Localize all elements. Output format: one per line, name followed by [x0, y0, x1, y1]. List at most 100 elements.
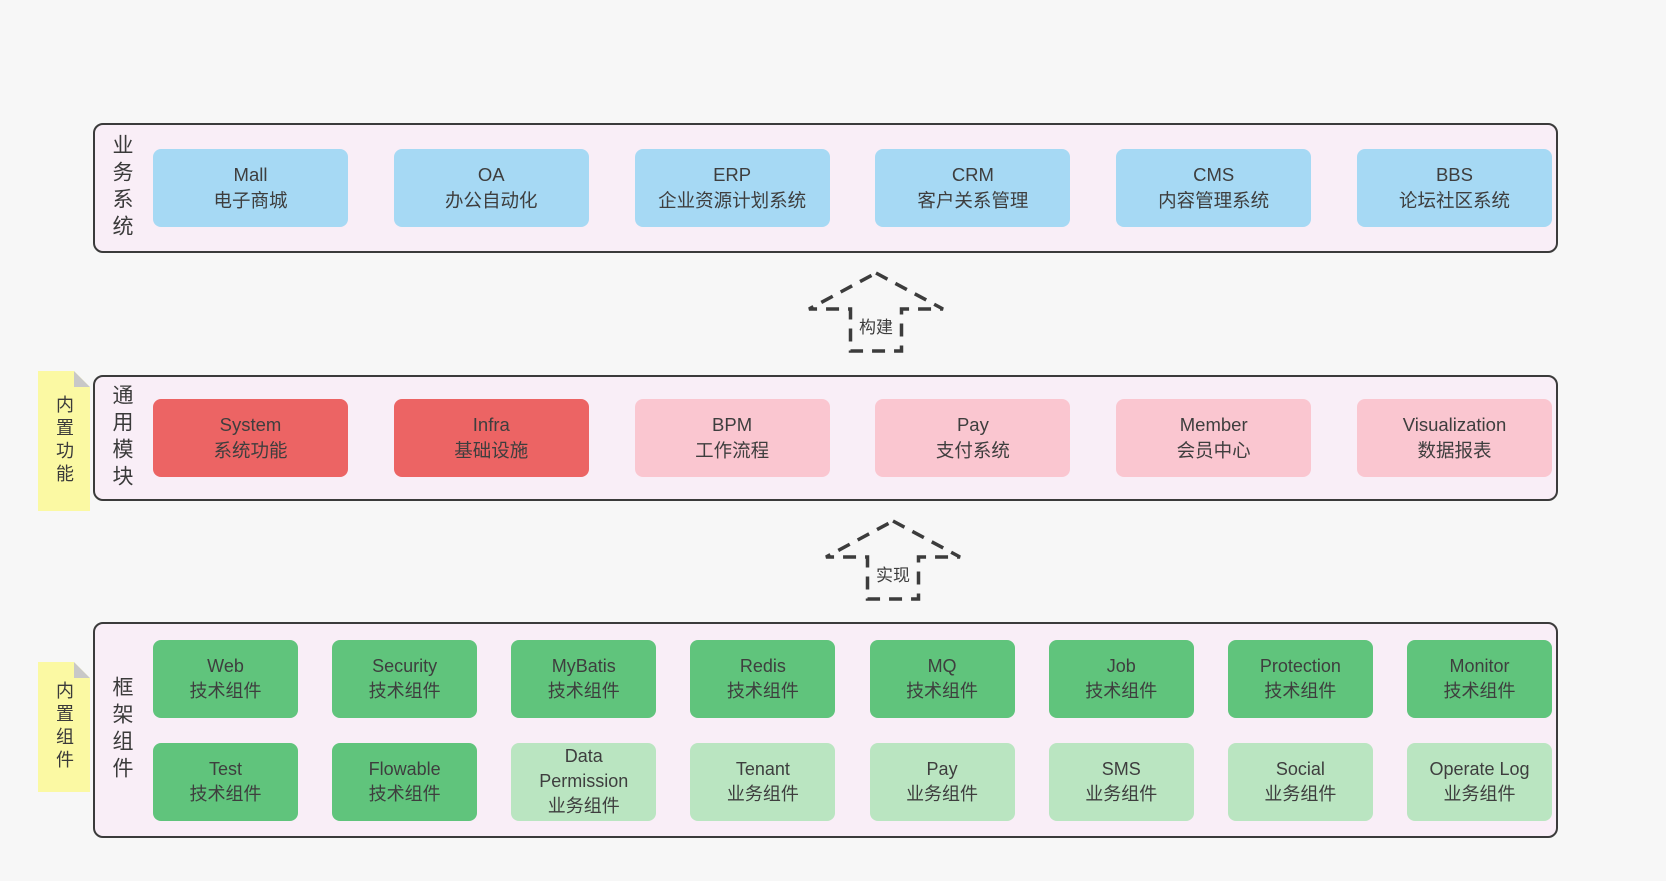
box-oa: OA 办公自动化 — [393, 149, 589, 227]
box-bpm-title: BPM — [712, 414, 753, 435]
arrow-build-label: 构建 — [855, 313, 897, 338]
note-builtin-components-text: 内置组件 — [54, 681, 74, 773]
band-modules-rows: System 系统功能 Infra 基础设施 BPM 工作流程 Pay 支付系统… — [132, 399, 1556, 477]
note-builtin-functions: 内置功能 — [38, 371, 90, 511]
box-mybatis: MyBatis 技术组件 — [511, 639, 657, 718]
box-flowable-title: Flowable — [368, 758, 441, 779]
box-crm: CRM 客户关系管理 — [875, 149, 1071, 227]
band-business-label: 业务系统 — [110, 134, 133, 242]
box-pay-biz: Pay 业务组件 — [869, 742, 1015, 821]
box-infra: Infra 基础设施 — [393, 399, 589, 477]
note-builtin-components: 内置组件 — [38, 662, 90, 792]
arrow-implement-label: 实现 — [872, 561, 914, 586]
box-crm-title: CRM — [951, 164, 994, 185]
box-job-subtitle: 技术组件 — [1085, 680, 1158, 701]
box-job-title: Job — [1106, 655, 1136, 676]
box-oa-title: OA — [477, 164, 505, 185]
band-business-systems: 业务系统 Mall 电子商城 OA 办公自动化 ERP 企业资源计划系统 CRM… — [93, 123, 1558, 253]
box-protection-subtitle: 技术组件 — [1264, 680, 1337, 701]
box-monitor-title: Monitor — [1449, 655, 1510, 676]
band-framework-components: 框架组件 Web 技术组件 Security 技术组件 MyBatis 技术组件… — [93, 622, 1558, 838]
box-cms: CMS 内容管理系统 — [1116, 149, 1312, 227]
box-bbs-title: BBS — [1435, 164, 1473, 185]
box-mall: Mall 电子商城 — [153, 149, 348, 227]
box-mybatis-subtitle: 技术组件 — [547, 680, 620, 701]
box-pay-title: Pay — [956, 414, 989, 435]
box-pay: Pay 支付系统 — [875, 399, 1071, 477]
box-mq-title: MQ — [927, 655, 957, 676]
band-common-modules: 通用模块 System 系统功能 Infra 基础设施 BPM 工作流程 Pay… — [93, 375, 1558, 501]
box-member-subtitle: 会员中心 — [1176, 440, 1251, 461]
box-social-subtitle: 业务组件 — [1264, 783, 1337, 804]
band-business-rows: Mall 电子商城 OA 办公自动化 ERP 企业资源计划系统 CRM 客户关系… — [132, 149, 1556, 227]
folded-corner-icon — [74, 371, 90, 387]
note-builtin-functions-text: 内置功能 — [54, 395, 74, 487]
box-social-title: Social — [1275, 758, 1325, 779]
arrow-implement: 实现 — [823, 518, 963, 602]
box-mq-subtitle: 技术组件 — [906, 680, 979, 701]
box-system: System 系统功能 — [153, 399, 348, 477]
box-web-subtitle: 技术组件 — [189, 680, 262, 701]
band-components-label: 框架组件 — [110, 676, 133, 784]
box-oa-subtitle: 办公自动化 — [445, 190, 538, 211]
box-sms: SMS 业务组件 — [1048, 742, 1194, 821]
box-flowable-subtitle: 技术组件 — [368, 783, 441, 804]
arrow-up-dashed-icon — [808, 271, 944, 353]
box-data-permission-subtitle: 业务组件 — [547, 796, 620, 816]
box-test: Test 技术组件 — [153, 742, 298, 821]
box-security-subtitle: 技术组件 — [368, 680, 441, 701]
box-erp: ERP 企业资源计划系统 — [634, 149, 830, 227]
box-flowable: Flowable 技术组件 — [332, 742, 478, 821]
box-tenant-title: Tenant — [735, 758, 790, 779]
band-components-rows: Web 技术组件 Security 技术组件 MyBatis 技术组件 Redi… — [132, 639, 1556, 821]
box-protection: Protection 技术组件 — [1227, 639, 1373, 718]
box-crm-subtitle: 客户关系管理 — [917, 190, 1029, 211]
box-monitor: Monitor 技术组件 — [1406, 639, 1552, 718]
box-visualization-title: Visualization — [1402, 414, 1507, 435]
box-operate-log: Operate Log 业务组件 — [1406, 742, 1552, 821]
box-system-subtitle: 系统功能 — [213, 440, 288, 461]
box-mall-title: Mall — [233, 164, 268, 185]
box-data-permission: Data Permission 业务组件 — [511, 742, 657, 821]
box-test-title: Test — [208, 758, 242, 779]
box-bpm: BPM 工作流程 — [634, 399, 830, 477]
box-pay-biz-title: Pay — [926, 758, 958, 779]
band-business-row: Mall 电子商城 OA 办公自动化 ERP 企业资源计划系统 CRM 客户关系… — [153, 149, 1552, 227]
arrow-up-dashed-icon — [825, 519, 961, 601]
box-erp-title: ERP — [713, 164, 752, 185]
box-redis-title: Redis — [739, 655, 786, 676]
box-sms-subtitle: 业务组件 — [1085, 783, 1158, 804]
box-social: Social 业务组件 — [1227, 742, 1373, 821]
box-tenant: Tenant 业务组件 — [690, 742, 836, 821]
box-bbs: BBS 论坛社区系统 — [1356, 149, 1552, 227]
box-system-title: System — [219, 414, 282, 435]
box-bpm-subtitle: 工作流程 — [695, 440, 770, 461]
box-erp-subtitle: 企业资源计划系统 — [658, 190, 807, 211]
box-job: Job 技术组件 — [1048, 639, 1194, 718]
box-operate-log-subtitle: 业务组件 — [1443, 783, 1516, 804]
box-mybatis-title: MyBatis — [551, 655, 616, 676]
box-monitor-subtitle: 技术组件 — [1443, 680, 1516, 701]
box-infra-subtitle: 基础设施 — [454, 440, 529, 461]
band-components-row-2: Test 技术组件 Flowable 技术组件 Data Permission … — [153, 742, 1552, 821]
box-web-title: Web — [207, 655, 244, 676]
box-sms-title: SMS — [1101, 758, 1141, 779]
box-redis-subtitle: 技术组件 — [726, 680, 799, 701]
box-visualization-subtitle: 数据报表 — [1417, 440, 1492, 461]
arrow-build: 构建 — [806, 270, 946, 354]
box-tenant-subtitle: 业务组件 — [726, 783, 799, 804]
box-infra-title: Infra — [472, 414, 510, 435]
box-member-title: Member — [1179, 414, 1248, 435]
box-test-subtitle: 技术组件 — [189, 783, 262, 804]
box-web: Web 技术组件 — [153, 639, 298, 718]
box-cms-title: CMS — [1193, 164, 1235, 185]
box-operate-log-title: Operate Log — [1429, 758, 1530, 779]
box-pay-biz-subtitle: 业务组件 — [906, 783, 979, 804]
box-bbs-subtitle: 论坛社区系统 — [1398, 190, 1510, 211]
band-components-row-1: Web 技术组件 Security 技术组件 MyBatis 技术组件 Redi… — [153, 639, 1552, 718]
box-security-title: Security — [372, 655, 438, 676]
box-security: Security 技术组件 — [332, 639, 478, 718]
box-visualization: Visualization 数据报表 — [1356, 399, 1552, 477]
box-pay-subtitle: 支付系统 — [935, 440, 1010, 461]
